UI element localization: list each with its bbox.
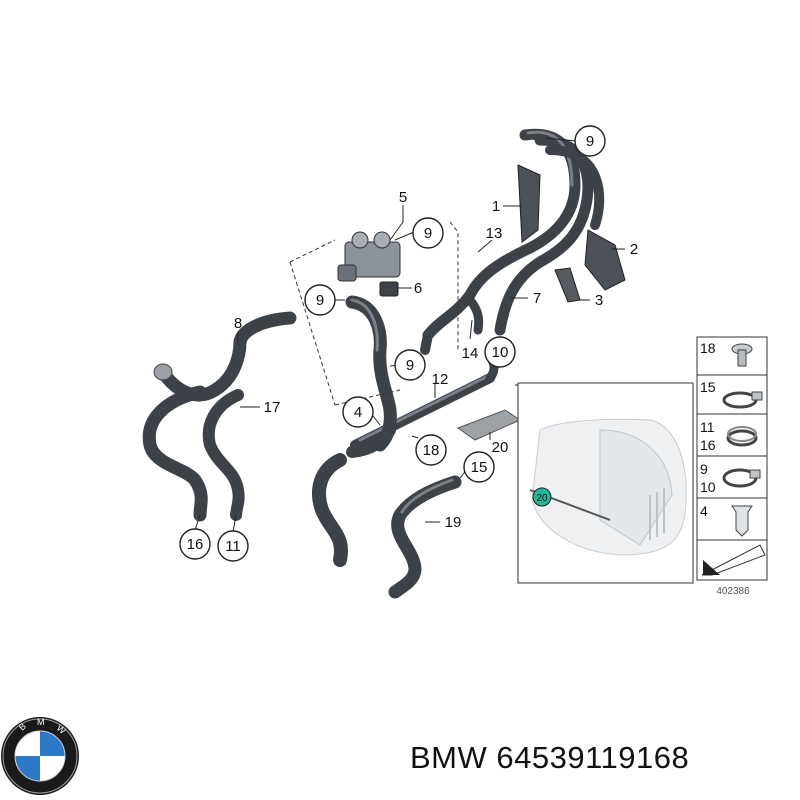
svg-text:9: 9 [700,461,708,477]
label-7: 7 [533,290,541,307]
svg-text:15: 15 [700,379,716,395]
callout-4: 4 [342,396,374,428]
svg-text:11: 11 [225,538,241,555]
label-5: 5 [399,189,407,206]
svg-text:11: 11 [700,419,715,435]
hose-assembly-drawing [142,128,605,599]
svg-text:10: 10 [492,344,509,361]
hose-clamp-icon [722,391,763,409]
label-2: 2 [630,241,638,258]
svg-text:9: 9 [406,357,414,374]
label-19: 19 [445,514,462,531]
label-17: 17 [264,399,281,416]
label-20: 20 [492,439,509,456]
bmw-logo: B M W [1,717,79,795]
svg-text:9: 9 [586,133,594,150]
callout-9-valve: 9 [412,217,444,249]
svg-text:10: 10 [700,479,716,495]
svg-text:M: M [37,717,45,727]
label-1: 1 [492,198,500,215]
svg-text:B: B [17,721,28,733]
label-13: 13 [486,225,503,242]
spring-clamp-icon [726,426,758,447]
inset-callout-20: 20 [536,493,548,504]
small-parts-legend: 18 15 11 16 9 10 4 [696,336,768,581]
callout-16: 16 [179,528,211,560]
label-8: 8 [234,315,242,332]
label-14: 14 [462,345,479,362]
valve-block [337,231,401,297]
pad-part-20 [456,409,522,441]
expanding-rivet-icon [731,505,753,537]
callout-9-top: 9 [574,125,606,157]
svg-text:18: 18 [700,340,716,356]
brand-name: BMW [410,740,488,775]
callout-18: 18 [415,434,447,466]
callout-15: 15 [463,451,495,483]
label-12: 12 [432,371,449,388]
diagram-number: 402386 [716,586,750,597]
grommet-icon [731,343,753,367]
svg-text:15: 15 [471,459,488,476]
callout-9-middle: 9 [394,349,426,381]
band-clamp-icon [722,468,761,488]
svg-text:4: 4 [700,503,708,519]
direction-arrow-icon [701,544,766,576]
label-3: 3 [595,292,603,309]
svg-text:4: 4 [354,404,362,421]
callout-11: 11 [217,530,249,562]
svg-text:18: 18 [423,442,440,459]
svg-text:9: 9 [316,292,324,309]
location-inset: 20 [517,382,694,584]
svg-text:16: 16 [700,437,716,453]
label-6: 6 [414,280,422,297]
brackets [517,164,626,303]
part-number: 64539119168 [496,740,690,775]
callout-10: 10 [484,336,516,368]
callout-9-left: 9 [304,284,336,316]
part-number-caption: BMW 64539119168 [410,740,689,776]
svg-text:16: 16 [187,536,204,553]
svg-text:9: 9 [424,225,432,242]
